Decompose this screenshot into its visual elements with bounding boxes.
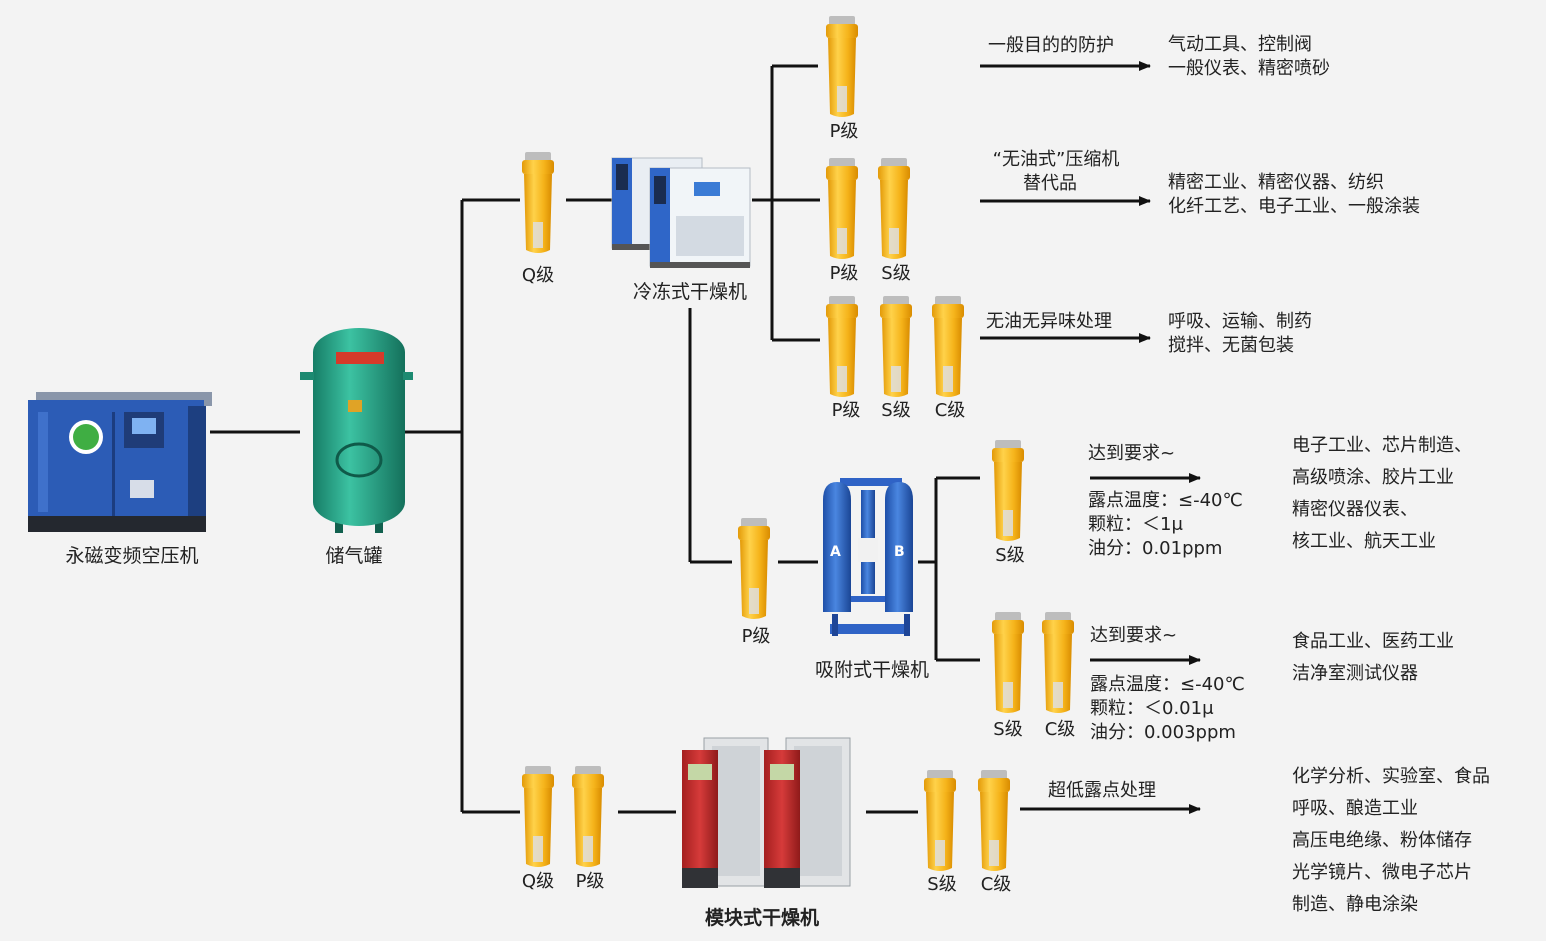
application-line: 电子工业、芯片制造、 bbox=[1292, 435, 1472, 456]
filter-r3-c-label: C级 bbox=[934, 400, 966, 421]
filter-a2-s-label: S级 bbox=[993, 719, 1023, 740]
application-line: 一般仪表、精密喷砂 bbox=[1168, 58, 1330, 79]
filter-r2-p-icon bbox=[826, 158, 858, 259]
arrow-label-r2-line2: 替代品 bbox=[1023, 173, 1077, 194]
filter-a1-s-label: S级 bbox=[995, 545, 1025, 566]
application-block-a2: 食品工业、医药工业 洁净室测试仪器 bbox=[1292, 626, 1454, 690]
application-line: 呼吸、酿造工业 bbox=[1292, 798, 1418, 819]
application-line: 呼吸、运输、制药 bbox=[1168, 311, 1312, 332]
filter-m-q-icon bbox=[522, 766, 554, 867]
filter-p-ads-icon bbox=[738, 518, 770, 619]
filter-m-p-label: P级 bbox=[575, 871, 605, 892]
filter-a1-s-icon bbox=[992, 440, 1024, 541]
adsorption-dryer-label: 吸附式干燥机 bbox=[814, 659, 930, 681]
arrows bbox=[980, 61, 1201, 814]
application-line: 光学镜片、微电子芯片 bbox=[1292, 862, 1472, 883]
filter-m-s-label: S级 bbox=[927, 874, 957, 895]
tank-label: 储气罐 bbox=[325, 545, 383, 567]
application-block-r1: 气动工具、控制阀 一般仪表、精密喷砂 bbox=[1168, 33, 1330, 81]
spec-line: 油分：0.01ppm bbox=[1088, 538, 1223, 559]
refrigerated-dryer-image bbox=[611, 157, 751, 268]
compressor-label: 永磁变频空压机 bbox=[65, 545, 199, 567]
filter-m-c-label: C级 bbox=[980, 874, 1012, 895]
filter-r1-p-icon bbox=[826, 16, 858, 117]
filter-r3-p-label: P级 bbox=[831, 400, 861, 421]
filter-a2-c-icon bbox=[1042, 612, 1074, 713]
filter-r3-c-icon bbox=[932, 296, 964, 397]
application-block-m: 化学分析、实验室、食品 呼吸、酿造工业 高压电绝缘、粉体储存 光学镜片、微电子芯… bbox=[1292, 761, 1490, 921]
application-block-r2: 精密工业、精密仪器、纺织 化纤工艺、电子工业、一般涂装 bbox=[1168, 171, 1420, 219]
filter-a2-c-label: C级 bbox=[1044, 719, 1076, 740]
application-line: 核工业、航天工业 bbox=[1292, 531, 1436, 552]
application-line: 精密仪器仪表、 bbox=[1292, 499, 1418, 520]
application-line: 高压电绝缘、粉体储存 bbox=[1292, 830, 1472, 851]
filter-r1-p-label: P级 bbox=[829, 121, 859, 142]
spec-block-a2: 露点温度：≤-40℃ 颗粒：＜0.01μ 油分：0.003ppm bbox=[1090, 673, 1245, 745]
arrow-label-r1: 一般目的的防护 bbox=[988, 35, 1114, 56]
application-line: 洁净室测试仪器 bbox=[1292, 663, 1418, 684]
arrow-label-m: 超低露点处理 bbox=[1048, 780, 1156, 801]
arrow-label-r2-line1: “无油式”压缩机 bbox=[992, 149, 1120, 170]
filter-r3-s-icon bbox=[880, 296, 912, 397]
filter-m-c-icon bbox=[978, 770, 1010, 871]
filter-r3-p-icon bbox=[826, 296, 858, 397]
application-line: 化纤工艺、电子工业、一般涂装 bbox=[1168, 196, 1420, 217]
application-line: 化学分析、实验室、食品 bbox=[1292, 766, 1490, 787]
spec-line: 颗粒：＜1μ bbox=[1088, 514, 1183, 535]
application-line: 高级喷涂、胶片工业 bbox=[1292, 467, 1454, 488]
modular-dryer-image bbox=[682, 737, 851, 888]
spec-line: 露点温度：≤-40℃ bbox=[1088, 490, 1243, 511]
modular-dryer-label: 模块式干燥机 bbox=[704, 907, 820, 929]
filter-m-p-icon bbox=[572, 766, 604, 867]
adsorption-tower-a-label: A bbox=[830, 544, 841, 560]
connection-lines bbox=[210, 64, 980, 814]
compressor-image bbox=[28, 392, 212, 532]
application-line: 气动工具、控制阀 bbox=[1168, 34, 1312, 55]
tank-image bbox=[300, 328, 413, 533]
spec-line: 露点温度：≤-40℃ bbox=[1090, 674, 1245, 695]
application-line: 精密工业、精密仪器、纺织 bbox=[1168, 172, 1384, 193]
filter-r2-s-label: S级 bbox=[881, 263, 911, 284]
filter-a2-s-icon bbox=[992, 612, 1024, 713]
arrow-label-a2: 达到要求~ bbox=[1090, 625, 1178, 646]
filter-r2-s-icon bbox=[878, 158, 910, 259]
arrow-label-r3: 无油无异味处理 bbox=[986, 311, 1112, 332]
arrow-label-a1: 达到要求~ bbox=[1088, 443, 1176, 464]
spec-block-a1: 露点温度：≤-40℃ 颗粒：＜1μ 油分：0.01ppm bbox=[1088, 489, 1243, 561]
application-line: 搅拌、无菌包装 bbox=[1168, 335, 1294, 356]
application-block-a1: 电子工业、芯片制造、 高级喷涂、胶片工业 精密仪器仪表、 核工业、航天工业 bbox=[1292, 430, 1472, 558]
filter-m-q-label: Q级 bbox=[521, 871, 555, 892]
filter-r3-s-label: S级 bbox=[881, 400, 911, 421]
adsorption-tower-b-label: B bbox=[894, 544, 905, 560]
spec-line: 油分：0.003ppm bbox=[1090, 722, 1236, 743]
application-line: 制造、静电涂染 bbox=[1292, 894, 1418, 915]
adsorption-dryer-image bbox=[823, 478, 913, 636]
filter-q1-label: Q级 bbox=[521, 265, 555, 286]
refrigerated-dryer-label: 冷冻式干燥机 bbox=[632, 281, 748, 303]
application-block-r3: 呼吸、运输、制药 搅拌、无菌包装 bbox=[1168, 310, 1312, 358]
filter-m-s-icon bbox=[924, 770, 956, 871]
filter-r2-p-label: P级 bbox=[829, 263, 859, 284]
filter-q1-icon bbox=[522, 152, 554, 253]
filter-p-ads-label: P级 bbox=[741, 626, 771, 647]
spec-line: 颗粒：＜0.01μ bbox=[1090, 698, 1214, 719]
application-line: 食品工业、医药工业 bbox=[1292, 631, 1454, 652]
